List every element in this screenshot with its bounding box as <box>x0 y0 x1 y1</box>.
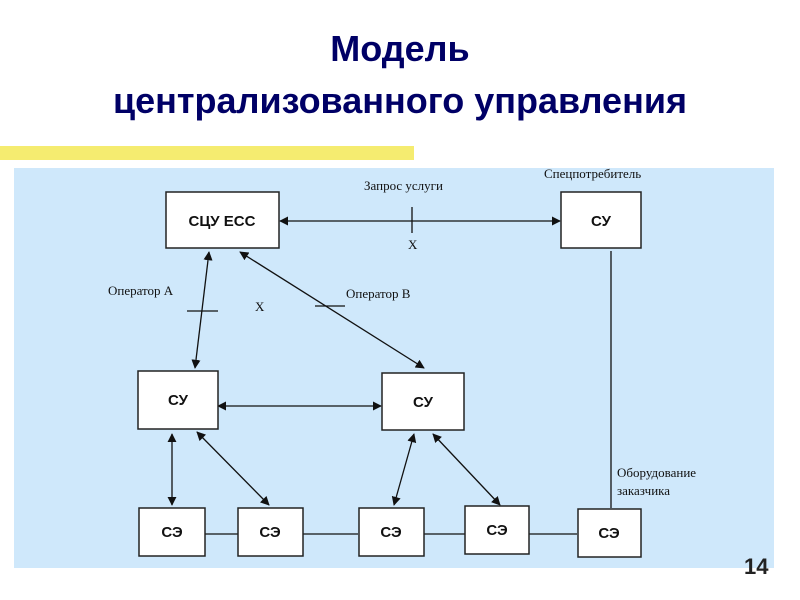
link-operator-a <box>191 251 213 369</box>
node-su-left <box>137 370 219 430</box>
node-su-consumer <box>560 191 642 249</box>
link-operator-b <box>239 251 425 369</box>
node-se-4 <box>464 505 530 555</box>
node-se-2 <box>237 507 304 557</box>
node-scu-ess-label: СЦУ ЕСС <box>189 213 256 230</box>
node-su-left-label: СУ <box>168 392 189 409</box>
slide-title-line2: централизованного управления <box>113 80 687 121</box>
label-x-top: Х <box>408 237 418 252</box>
node-se-1-label: СЭ <box>161 524 183 541</box>
node-su-right <box>381 372 465 431</box>
link-su-se2 <box>196 431 270 506</box>
node-se-1 <box>138 507 206 557</box>
node-se-5-label: СЭ <box>598 525 620 542</box>
node-scu-ess <box>165 191 280 249</box>
accent-bar <box>0 146 414 160</box>
label-x-mid: Х <box>255 299 265 314</box>
label-operator-b: Оператор В <box>346 286 411 301</box>
label-customer-equipment-1: Оборудование <box>617 465 696 480</box>
node-se-4-label: СЭ <box>486 522 508 539</box>
node-su-right-label: СУ <box>413 394 434 411</box>
slide-number: 14 <box>744 554 769 579</box>
node-se-5 <box>577 508 642 558</box>
node-se-2-label: СЭ <box>259 524 281 541</box>
label-customer-equipment-2: заказчика <box>617 483 670 498</box>
link-su-se4 <box>432 433 501 506</box>
label-special-consumer: Спецпотребитель <box>544 166 641 181</box>
node-se-3 <box>358 507 425 557</box>
slide-title-line1: Модель <box>330 28 470 69</box>
label-operator-a: Оператор А <box>108 283 174 298</box>
label-service-request: Запрос услуги <box>364 178 443 193</box>
node-se-3-label: СЭ <box>380 524 402 541</box>
node-su-consumer-label: СУ <box>591 213 612 230</box>
link-su-se3 <box>391 433 417 506</box>
